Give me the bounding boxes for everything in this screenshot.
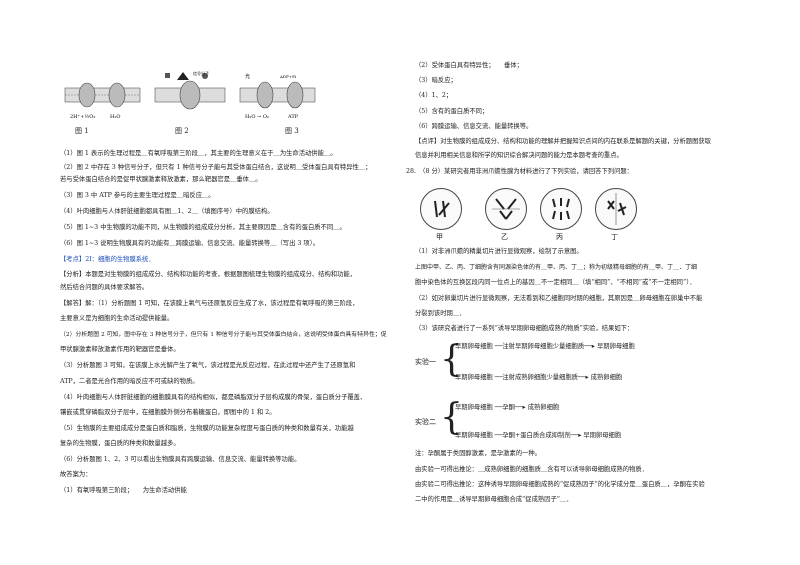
exp2-row: 早期卵母细胞 ──孕酮+蛋白质合成抑制剂──▸ 早期卵母细胞 [455, 432, 622, 439]
exp1-label: 实验一 [415, 358, 436, 366]
question-28: 28. （8 分）某研究者用非洲爪蟾性腺为材料进行了下列实验，请回答下列问题： [406, 168, 633, 175]
left-line: 若与受体蛋白结合的是促甲状腺激素释放激素，那么靶器官是＿垂体＿。 [60, 176, 262, 183]
cell-label-bing: 丙 [556, 233, 563, 241]
left-line: 主要意义是为细胞的生命活动提供能量。 [60, 315, 174, 322]
right-line: （1）对非洲爪蟾的精巢切片进行显微观察，绘制了示意图。 [415, 248, 583, 255]
membrane-fig2: 信号分子 [154, 70, 226, 110]
left-line: 然后结合问题的具体要求解答。 [60, 284, 149, 291]
right-line: 胞中染色体的互换区段内同一位点上的基因＿不一定相同＿（填“相同”、“不相同”或“… [415, 279, 696, 286]
fig3-caption: 图 3 [285, 127, 299, 135]
fig2-caption: 图 2 [175, 127, 189, 135]
figure-membranes: 2H⁺+½O₂ H₂O 信号分子 光 ADP+Pi H₂O → O₂ ATP [60, 60, 330, 138]
svg-text:H₂O → O₂: H₂O → O₂ [245, 114, 269, 120]
left-line: （4）叶肉细胞与人体肝脏细胞的细胞膜具有的结构相似，都是磷脂双分子层构成膜的骨架… [60, 394, 367, 401]
left-line: （6）图 1~3 说明生物膜具有的功能有＿跨膜运输、信息交流、能量转换等＿（写出… [60, 240, 320, 247]
membrane-fig3: 光 ADP+Pi H₂O → O₂ ATP [239, 73, 316, 120]
cell-jia [420, 188, 462, 230]
left-line: （1）图 1 表示的生理过程是＿有氧呼吸第三阶段＿，其主要的生理意义在于＿为生命… [60, 150, 337, 157]
membrane-diagrams: 2H⁺+½O₂ H₂O 信号分子 光 ADP+Pi H₂O → O₂ ATP [64, 70, 316, 120]
right-line: 由实验一可得出推论：＿成熟卵细胞的细胞质＿含有可以诱导卵母细胞成熟的物质． [415, 466, 648, 473]
left-line: （1）有氧呼吸第三阶段； 为生命活动供能 [60, 487, 187, 494]
right-line-dianping: 【点评】对生物膜的组成成分、结构和功能的理解并把握知识点间的内在联系是解题的关键… [415, 138, 711, 145]
left-line-fenxi: 【分析】本题是对生物膜的组成成分、结构和功能的考查，根据题图梳理生物膜的组成成分… [60, 271, 356, 278]
cell-yi [485, 188, 527, 230]
right-line: （4）1、2； [415, 92, 453, 99]
cell-ding [595, 188, 637, 230]
svg-text:2H⁺+½O₂: 2H⁺+½O₂ [70, 113, 95, 120]
left-line: （5）图 1~3 中生物膜的功能不同，从生物膜的组成成分分析，其主要原因是＿含有… [60, 224, 346, 231]
cell-label-yi: 乙 [501, 233, 508, 241]
svg-text:ATP: ATP [287, 114, 299, 120]
membrane-fig1: 2H⁺+½O₂ H₂O [64, 82, 141, 120]
exp2-row: 早期卵母细胞 ──孕酮──▸ 成熟卵细胞 [455, 404, 560, 411]
exp2-brace: { [440, 397, 463, 438]
left-line: （2）分析题图 2 可知，图中存在 3 种信号分子，但只有 1 种信号分子能与其… [60, 332, 387, 338]
right-line: （2）受体蛋白具有特异性； 垂体； [415, 62, 523, 69]
fig1-caption: 图 1 [75, 127, 89, 135]
right-line: 二中的作用是＿诱导早期卵母细胞合成“促成熟因子”＿． [415, 496, 573, 503]
left-line: （2）图 2 中存在 3 种信号分子，但只有 1 种信号分子能与其受体蛋白结合，… [60, 164, 372, 171]
right-line: （5）含有的蛋白质不同； [415, 108, 489, 115]
right-line: 由实验二可得出推论：这种诱导早期卵母细胞成熟的“促成熟因子”的化学成分是＿蛋白质… [415, 481, 705, 488]
svg-text:H₂O: H₂O [110, 114, 120, 120]
left-line: （3）分析题图 3 可知，在该膜上水光解产生了氧气，该过程是光反应过程，在此过程… [60, 362, 356, 369]
exp1-row: 早期卵母细胞 ──注射早期卵母细胞少量细胞质──▸ 早期卵母细胞 [455, 343, 635, 350]
cell-bing [540, 188, 582, 230]
exp1-brace: { [440, 339, 463, 380]
left-line: （6）分析题图 1、2、3 可以看出生物膜具有跨膜运输、信息交流、能量转换等功能… [60, 456, 301, 463]
left-line: 镶嵌或贯穿磷脂双分子层中，在细胞膜外侧分布着糖蛋白，即图中的 1 和 2。 [60, 409, 276, 416]
svg-text:信号分子: 信号分子 [193, 70, 209, 76]
right-line: （6）跨膜运输、信息交流、能量转换等。 [415, 123, 533, 130]
cell-label-jia: 甲 [436, 233, 443, 241]
left-line: （3）图 3 中 ATP 参与的主要生理过程是＿暗反应＿。 [60, 192, 215, 199]
exp1-row: 早期卵母细胞 ──注射成熟卵细胞少量细胞质──▸ 成熟卵细胞 [455, 374, 623, 381]
right-line: （3）暗反应； [415, 77, 457, 84]
left-line: （4）叶肉细胞与人体肝脏细胞都具有图＿1、2＿（填图序号）中的膜结构。 [60, 208, 274, 215]
left-line: 复杂的生物膜，蛋白质的种类和数量越多。 [60, 440, 180, 447]
cell-label-ding: 丁 [611, 233, 618, 241]
right-line: 注：孕酮属于类固醇激素，是孕激素的一种。 [415, 450, 541, 457]
left-line: ATP，二者是光合作用的暗反应不可或缺的物质。 [60, 378, 199, 385]
svg-text:光: 光 [245, 73, 250, 80]
left-line-jieda: 【解答】解：（1）分析题图 1 可知，在该膜上氧气与还原氢反应生成了水，该过程是… [60, 300, 359, 307]
left-line: 甲状腺激素释放激素作用的靶器官是垂体。 [60, 346, 180, 353]
left-line: 故答案为： [60, 471, 92, 478]
right-line: 上图中甲、乙、丙、丁细胞含有同源染色体的有＿甲、丙、丁＿；称为初级精母细胞的有＿… [415, 264, 698, 271]
right-line: （2）如对卵巢切片进行显微观察，无法看到和乙细胞同时期的细胞，其原因是＿卵母细胞… [415, 295, 703, 302]
right-line: （3）该研究者进行了一系列“诱导早期卵母细胞成熟的物质”实验，结果如下： [415, 325, 634, 332]
svg-text:ADP+Pi: ADP+Pi [279, 74, 297, 79]
exp2-label: 实验二 [415, 418, 436, 426]
right-line: 分裂到该时期＿． [415, 310, 466, 317]
left-line-kaodian: 【考点】2I：细胞的生物膜系统． [60, 256, 155, 263]
left-line: （5）生物膜的主要组成成分是蛋白质和脂质，生物膜的功能复杂程度与蛋白质的种类和数… [60, 425, 354, 432]
right-line: 信息并利用相关信息和所学的知识综合解决问题的能力是本题考查的重点。 [415, 152, 623, 159]
